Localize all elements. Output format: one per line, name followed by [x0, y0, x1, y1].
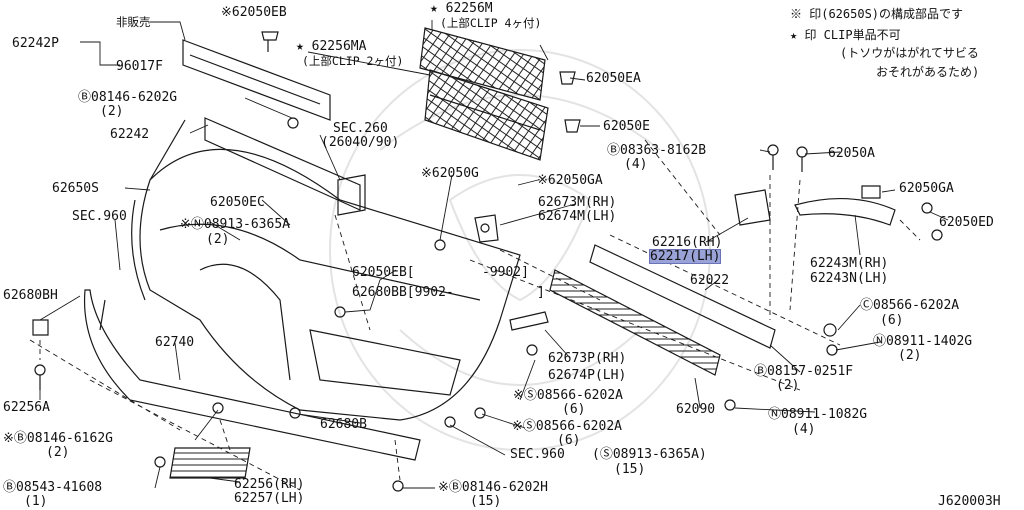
legend-note-4: おそれがあるため): [876, 65, 980, 79]
ref-label-sec960-left: SEC.960: [72, 209, 127, 224]
part-label-62050EB: ※62050EB: [221, 5, 287, 20]
part-label-62022: 62022: [690, 273, 730, 288]
part-label-08566-6202A-mid1: ※Ⓢ08566-6202A: [513, 388, 623, 403]
part-label-62674M: 62674M(LH): [538, 209, 617, 224]
ref-label-sec960-bottom: SEC.960: [510, 447, 565, 462]
part-label-08566-6202A-right: Ⓒ08566-6202A: [860, 298, 960, 313]
legend-note-3: (トソウがはがれてサビる: [840, 46, 979, 60]
upper-reinforcement-62242P: [182, 39, 331, 121]
part-label-08363-8162B: Ⓑ08363-8162B: [607, 143, 707, 158]
part-label-08543-41608: Ⓑ08543-41608: [3, 480, 103, 495]
part-label-62050ED: 62050ED: [939, 215, 994, 230]
bumper-fascia-62650S: [131, 119, 521, 421]
part-label-62050EB-mid: 62050EB[: [352, 265, 415, 280]
legend-note-1: ※ 印(62650S)の構成部品です: [790, 7, 964, 21]
fasteners: [32, 117, 943, 492]
reinforcement-62022: [589, 244, 776, 349]
part-label-62680B: 62680B: [320, 417, 367, 432]
part-label-08913-6365A-bottom: (Ⓢ08913-6365A): [592, 447, 707, 462]
ref-label-sec260: SEC.260: [333, 121, 388, 136]
stay-62243M: [794, 197, 896, 226]
part-label-62050G: ※62050G: [421, 166, 479, 181]
leader-lines: [39, 20, 949, 489]
not-for-sale-label: 非販売: [116, 15, 151, 29]
part-label-62243N: 62243N(LH): [810, 271, 889, 286]
fog-grille-62256: [169, 447, 251, 479]
qty-08566-6202A-mid2: (6): [557, 433, 581, 448]
part-label-62050EC: 62050EC: [210, 195, 265, 210]
part-label-62217-highlighted: 62217(LH): [648, 249, 722, 264]
clip-62050EA: [559, 71, 576, 85]
part-label-62673P: 62673P(RH): [548, 351, 627, 366]
part-label-08146-6202H: ※Ⓑ08146-6202H: [438, 480, 548, 495]
qty-08566-6202A-right: (6): [880, 313, 904, 328]
part-label-62050E: 62050E: [603, 119, 650, 134]
part-label-62242P: 62242P: [12, 36, 59, 51]
part-sub-62256MA: (上部CLIP 2ヶ付): [302, 54, 404, 68]
qty-08146-6202G: (2): [100, 104, 124, 119]
qty-08543-41608: (1): [24, 494, 48, 509]
part-label-62216: 62216(RH): [652, 235, 723, 250]
part-label-62680BH: 62680BH: [3, 288, 58, 303]
date-range-9902-end: -9902]: [482, 265, 529, 280]
lower-lip-62740: [83, 289, 421, 461]
qty-08146-6162G: (2): [46, 445, 70, 460]
part-label-62740: 62740: [155, 335, 195, 350]
bracket-62673M: [474, 214, 499, 243]
qty-08913-6365A: (2): [206, 232, 230, 247]
part-label-62650S: 62650S: [52, 181, 99, 196]
qty-08363-8162B: (4): [624, 157, 648, 172]
qty-08911-1402G: (2): [898, 348, 922, 363]
qty-08913-6365A-bottom: (15): [614, 462, 646, 477]
dashed-reference-lines: [29, 139, 921, 491]
clip-62050EB-top: [261, 31, 279, 52]
bracket-62216: [734, 189, 771, 226]
ref-sub-sec260: (26040/90): [321, 135, 400, 150]
part-label-62256A: 62256A: [3, 400, 50, 415]
part-label-96017F: 96017F: [116, 59, 163, 74]
part-sub-62256M: (上部CLIP 4ヶ付): [440, 16, 542, 30]
clip-62050E: [564, 119, 581, 133]
part-label-08911-1082G: Ⓝ08911-1082G: [768, 407, 868, 422]
part-label-62256MA: ★ 62256MA: [296, 39, 367, 54]
part-label-62050A: 62050A: [828, 146, 875, 161]
upper-grille-62256M: [419, 27, 549, 161]
part-label-08911-1402G: Ⓝ08911-1402G: [873, 334, 973, 349]
part-label-08157-0251F: Ⓑ08157-0251F: [754, 364, 854, 379]
part-label-62680BB: 62680BB[9902-: [352, 285, 454, 300]
qty-08146-6202H: (15): [470, 494, 502, 509]
part-label-08146-6162G: ※Ⓑ08146-6162G: [3, 431, 113, 446]
bracket-62673P: [509, 311, 549, 331]
part-label-62673M: 62673M(RH): [538, 195, 617, 210]
part-label-62050EA: 62050EA: [586, 71, 641, 86]
part-label-62090: 62090: [676, 402, 716, 417]
diagram-code: J620003H: [938, 494, 1001, 509]
part-label-08566-6202A-mid2: ※Ⓢ08566-6202A: [512, 419, 622, 434]
qty-08566-6202A-mid1: (6): [562, 402, 586, 417]
part-label-62243M: 62243M(RH): [810, 256, 889, 271]
part-label-62242: 62242: [110, 127, 150, 142]
stay-62242: [204, 117, 366, 216]
part-label-08146-6202G: Ⓑ08146-6202G: [78, 90, 178, 105]
part-label-62256-RH: 62256(RH): [234, 477, 305, 492]
part-label-62674P: 62674P(LH): [548, 368, 627, 383]
part-label-62257-LH: 62257(LH): [234, 491, 305, 506]
qty-08157-0251F: (2): [776, 378, 800, 393]
part-label-62050GA-mid: ※62050GA: [537, 173, 603, 188]
part-label-62256M: ★ 62256M: [430, 1, 493, 16]
legend-note-2: ★ 印 CLIP単品不可: [790, 28, 901, 42]
date-range-bracket: ]: [537, 285, 545, 300]
part-label-08913-6365A: ※Ⓝ08913-6365A: [180, 217, 290, 232]
qty-08911-1082G: (4): [792, 422, 816, 437]
part-label-62050GA: 62050GA: [899, 181, 954, 196]
